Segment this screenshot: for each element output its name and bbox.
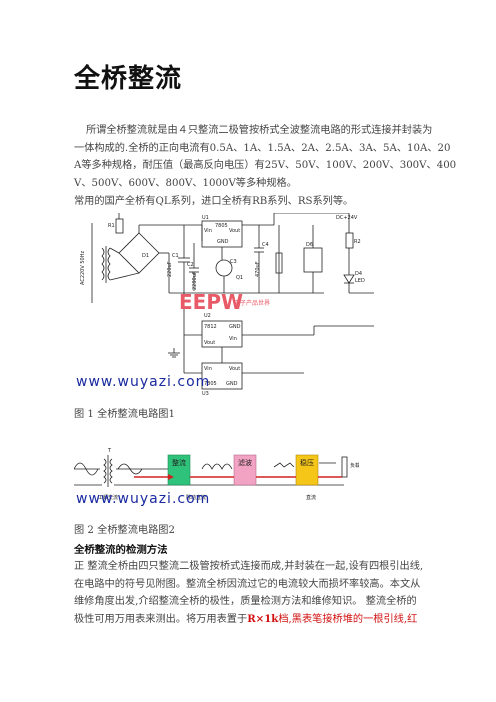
q-label: Q1 (236, 275, 243, 281)
regulator-label: 稳压 (300, 458, 314, 467)
red-highlight-text: 档,黑表笔接桥堆的一根引线,红 (278, 613, 418, 625)
circuit-labels: U1 Vin 7805 Vout GND U2 7812 Vout Vin GN… (80, 215, 365, 397)
series-line: 常用的国产全桥有QL系列，进口全桥有RB系列、RS系列等。 (74, 196, 354, 207)
c1-value: 220uF (167, 261, 173, 277)
figure-1-caption: 图 1 全桥整流电路图1 (74, 409, 175, 420)
figure-1-circuit: U1 Vin 7805 Vout GND U2 7812 Vout Vin GN… (74, 212, 374, 397)
intro-line: A等多种规格，耐压值（最高反向电压）有25V、50V、100V、200V、300… (74, 160, 457, 172)
d6-label: D6 (306, 242, 313, 248)
body-line: 正 整流全桥由四只整流二极管按桥式连接而成,并封装在一起,设有四根引出线, (74, 561, 424, 572)
rectifier-block (167, 454, 191, 486)
u1-gnd-label: GND (217, 239, 229, 245)
u3-label: U3 (202, 391, 209, 396)
d1-label: D1 (142, 253, 149, 259)
u2-label: U2 (204, 313, 211, 319)
u3-part-label: 7805 (204, 381, 217, 387)
flow-arrow-head (168, 474, 174, 480)
body-paragraph: 正 整流全桥由四只整流二极管按桥式连接而成,并封装在一起,设有四根引出线, 在电… (74, 558, 444, 628)
u2-vin-label: Vin (229, 336, 237, 342)
c4-value: 470uF (255, 261, 261, 277)
r1-label: R1 (108, 223, 115, 229)
u1-vout-label: Vout (229, 228, 240, 234)
c2-value: 2200uF (192, 271, 198, 290)
watermark-1: www.wuyazi.com (76, 374, 211, 390)
ac-mains-label: 工频交流 (98, 494, 118, 501)
dc-output-label: DC+24V (336, 215, 358, 221)
intro-line: 所谓全桥整流就是由４只整流二极管按桥式全波整流电路的形式连接并封装为 (86, 125, 433, 136)
multimeter-range: R×1k (247, 612, 279, 625)
u2-vout-label: Vout (204, 340, 215, 346)
eepw-logo-subtitle: 电子产品世界 (234, 299, 270, 307)
u1-part-label: 7805 (215, 223, 228, 229)
led-label: LED (355, 278, 365, 284)
series-paragraph: 常用的国产全桥有QL系列，进口全桥有RB系列、RS系列等。 (74, 193, 434, 211)
transformer-label: T (107, 448, 112, 454)
page-title: 全桥整流 (74, 64, 183, 94)
u1-label: U1 (202, 215, 209, 221)
dc-label: 直流 (306, 494, 316, 501)
body-line: 在电路中的符号见附图。整流全桥因流过它的电流较大而损坏率较高。本文从 (74, 578, 421, 590)
c3-label: C3 (230, 259, 237, 265)
section-heading: 全桥整流的检测方法 (74, 544, 168, 556)
intro-paragraph: 所谓全桥整流就是由４只整流二极管按桥式全波整流电路的形式连接并封装为 一体构成的… (74, 122, 457, 192)
u3-vin-label: Vin (204, 366, 212, 372)
rectifier-label: 整流 (172, 458, 186, 467)
block-diagram-2: T 整流 滤波 稳压 负载 工频交流 脉动直流 直流 (73, 448, 360, 501)
eepw-logo: EEPW (179, 290, 243, 314)
pulsating-dc-label: 脉动直流 (186, 494, 206, 501)
d4-label: D4 (355, 271, 362, 277)
body-line: 维修角度出发,介绍整流全桥的极性，质量检测方法和维修知识。 整流全桥的 (74, 596, 417, 608)
body-line-last: 极性可用万用表来测出。将万用表置于R×1k档,黑表笔接桥堆的一根引线,红 (74, 611, 444, 629)
regulator-block (295, 454, 319, 486)
filter-block (233, 454, 257, 486)
intro-line: 一体构成的.全桥的正向电流有0.5A、1A、1.5A、2A、2.5A、3A、5A… (74, 142, 451, 154)
figure-2-caption: 图 2 全桥整流电路图2 (74, 525, 175, 536)
ac-input-label: AC220V 50Hz (80, 251, 86, 285)
u2-gnd-label: GND (229, 324, 241, 330)
u3-vout-label: Vout (229, 366, 240, 372)
figure-2-block-diagram: T 整流 滤波 稳压 负载 工频交流 脉动直流 直流 (73, 437, 360, 515)
u2-part-label: 7812 (204, 324, 217, 330)
u3-gnd-label: GND (226, 381, 238, 387)
u1-vin-label: Vin (204, 228, 212, 234)
watermark-2: www.wuyazi.com (76, 491, 211, 507)
circuit-diagram-1: U1 Vin 7805 Vout GND U2 7812 Vout Vin GN… (80, 212, 374, 397)
intro-line: V、500V、600V、800V、1000V等多种规格。 (74, 177, 297, 189)
r2-label: R2 (354, 239, 361, 245)
body-line-text: 极性可用万用表来测出。将万用表置于 (74, 613, 248, 625)
c4-label: C4 (262, 242, 269, 248)
c2-label: C2 (187, 262, 194, 268)
c1-label: C1 (172, 253, 179, 259)
load-label: 负载 (350, 462, 359, 469)
filter-label: 滤波 (238, 458, 252, 467)
